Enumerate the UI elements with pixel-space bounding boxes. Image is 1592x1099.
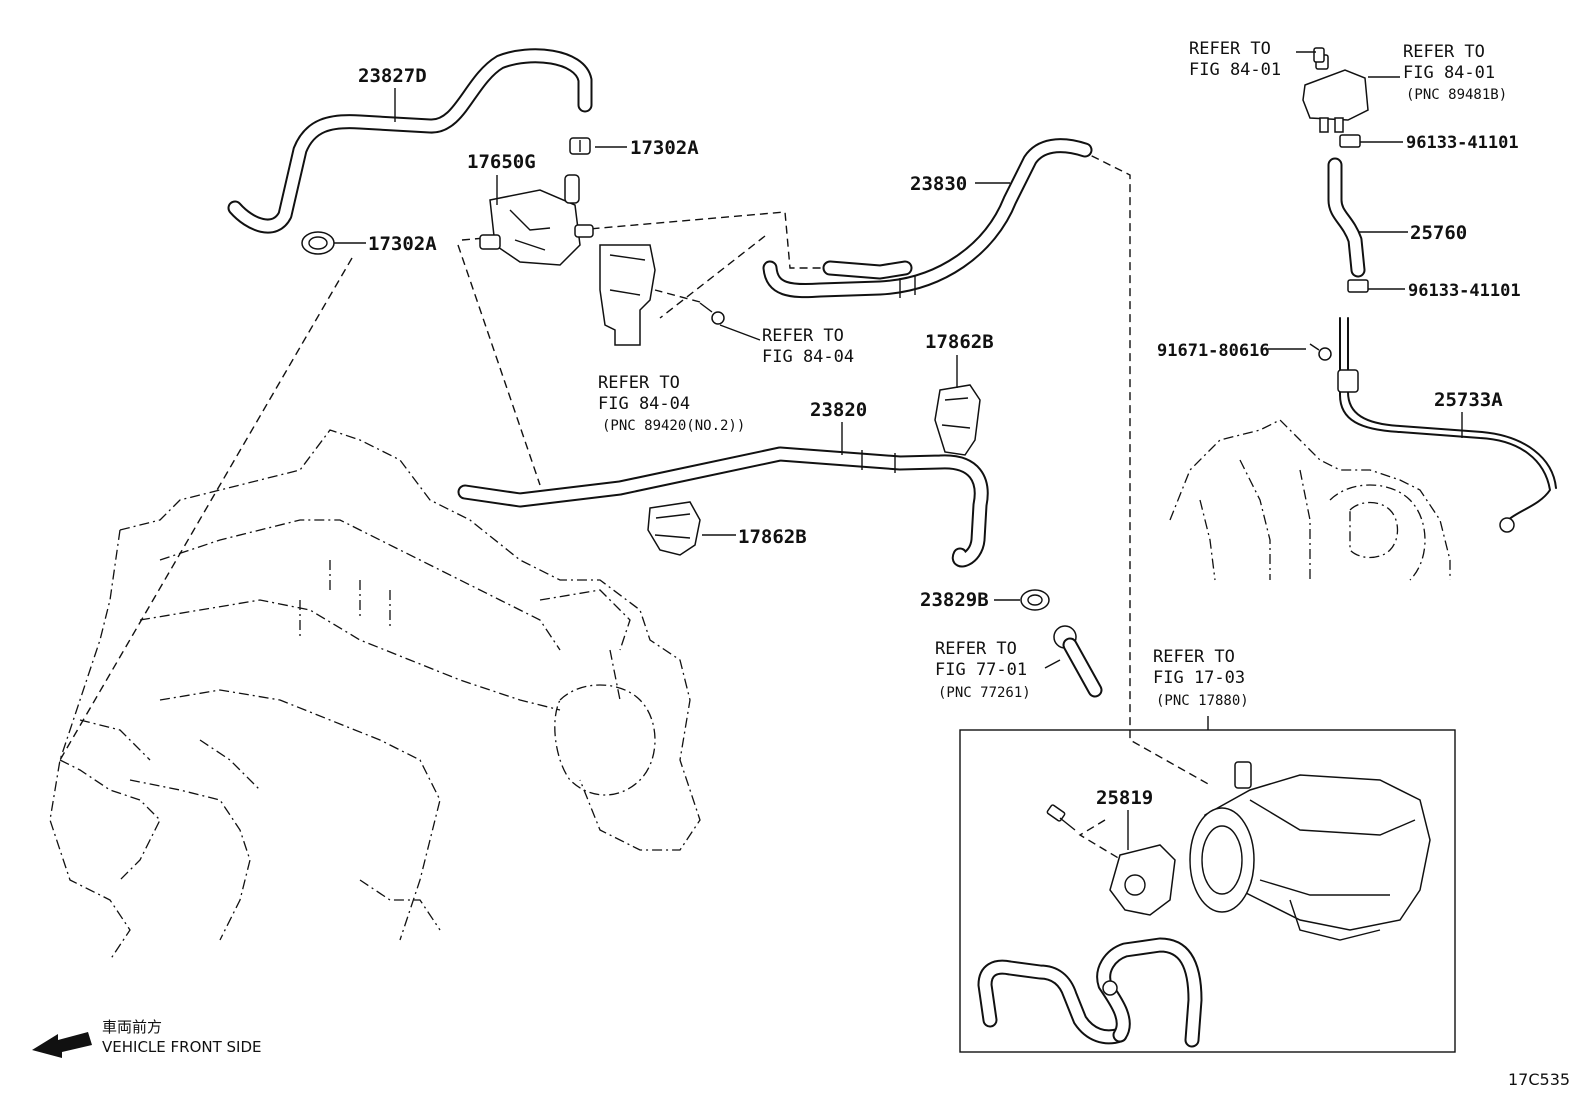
front-label-jp: 車両前方 bbox=[102, 1018, 162, 1036]
svg-text:FIG 17-03: FIG 17-03 bbox=[1153, 668, 1245, 688]
svg-text:REFER TO: REFER TO bbox=[1153, 647, 1235, 667]
bolt-84-01 bbox=[1313, 47, 1325, 63]
dashed-leaders bbox=[59, 149, 1211, 866]
label-25760: 25760 bbox=[1410, 222, 1467, 244]
sensor-17862B-top bbox=[934, 384, 981, 456]
label-96133-mid: 96133-41101 bbox=[1408, 281, 1521, 301]
clamp-23829B bbox=[1020, 589, 1050, 611]
ref-77-01: REFER TO FIG 77-01 (PNC 77261) bbox=[935, 639, 1031, 701]
pipe-77261 bbox=[1053, 625, 1103, 698]
front-label-en: VEHICLE FRONT SIDE bbox=[102, 1038, 262, 1056]
engine-outline bbox=[49, 429, 701, 961]
svg-text:FIG 84-01: FIG 84-01 bbox=[1189, 60, 1281, 80]
clamp-17302A-top bbox=[569, 137, 591, 155]
bracket bbox=[599, 244, 656, 346]
detail-box-17880 bbox=[959, 716, 1456, 1053]
svg-text:REFER TO: REFER TO bbox=[598, 373, 680, 393]
svg-text:(PNC 17880): (PNC 17880) bbox=[1156, 693, 1249, 709]
hose-25760 bbox=[1327, 157, 1366, 278]
hose-23830 bbox=[762, 138, 1093, 299]
pressure-sensor-89481B bbox=[1302, 54, 1369, 133]
label-17862B-top: 17862B bbox=[925, 331, 994, 353]
svg-text:(PNC 89420(NO.2)): (PNC 89420(NO.2)) bbox=[602, 418, 745, 434]
hose-23827D bbox=[227, 48, 593, 234]
ref-84-04-right: REFER TO FIG 84-04 bbox=[762, 326, 854, 367]
figure-code: 17C535 bbox=[1508, 1070, 1570, 1089]
front-arrow-icon bbox=[32, 1032, 92, 1058]
turbo-outline bbox=[1169, 419, 1451, 581]
clamp-17302A-mid bbox=[301, 231, 335, 255]
clip-96133-mid bbox=[1347, 279, 1369, 293]
svg-text:FIG 84-01: FIG 84-01 bbox=[1403, 63, 1495, 83]
svg-text:FIG 77-01: FIG 77-01 bbox=[935, 660, 1027, 680]
svg-text:FIG 84-04: FIG 84-04 bbox=[598, 394, 690, 414]
label-leaders bbox=[334, 51, 1463, 850]
label-23829B: 23829B bbox=[920, 589, 989, 611]
clip-96133-top bbox=[1339, 134, 1361, 148]
ref-84-04-left: REFER TO FIG 84-04 (PNC 89420(NO.2)) bbox=[598, 373, 745, 434]
label-17862B-mid: 17862B bbox=[738, 526, 807, 548]
label-17650G: 17650G bbox=[467, 151, 536, 173]
front-indicator: 車両前方 VEHICLE FRONT SIDE bbox=[32, 1018, 262, 1058]
svg-text:REFER TO: REFER TO bbox=[1403, 42, 1485, 62]
ref-84-01-right: REFER TO FIG 84-01 (PNC 89481B) bbox=[1403, 42, 1507, 103]
part-labels: 23827D 17302A 17650G 17302A 23830 96133-… bbox=[358, 65, 1521, 809]
label-25733A: 25733A bbox=[1434, 389, 1503, 411]
label-23830: 23830 bbox=[910, 173, 967, 195]
svg-text:REFER TO: REFER TO bbox=[935, 639, 1017, 659]
svg-text:(PNC 77261): (PNC 77261) bbox=[938, 685, 1031, 701]
bolt-91671 bbox=[1309, 343, 1332, 361]
refer-callouts: REFER TO FIG 84-01 REFER TO FIG 84-01 (P… bbox=[598, 39, 1507, 709]
bolt-84-04 bbox=[699, 302, 725, 325]
svg-text:REFER TO: REFER TO bbox=[1189, 39, 1271, 59]
sensor-17862B-mid bbox=[647, 501, 701, 556]
label-23827D: 23827D bbox=[358, 65, 427, 87]
ref-84-01-left: REFER TO FIG 84-01 bbox=[1189, 39, 1281, 80]
svg-text:(PNC 89481B): (PNC 89481B) bbox=[1406, 87, 1507, 103]
label-17302A-top: 17302A bbox=[630, 137, 699, 159]
hose-23820 bbox=[457, 446, 989, 568]
ref-17-03: REFER TO FIG 17-03 (PNC 17880) bbox=[1153, 647, 1249, 709]
svg-text:REFER TO: REFER TO bbox=[762, 326, 844, 346]
label-23820: 23820 bbox=[810, 399, 867, 421]
svg-text:FIG 84-04: FIG 84-04 bbox=[762, 347, 854, 367]
label-17302A-mid: 17302A bbox=[368, 233, 437, 255]
label-91671: 91671-80616 bbox=[1157, 341, 1270, 361]
vsv-17650G bbox=[479, 174, 594, 266]
label-25819: 25819 bbox=[1096, 787, 1153, 809]
label-96133-top: 96133-41101 bbox=[1406, 133, 1519, 153]
pipe-25733A bbox=[1337, 317, 1557, 533]
